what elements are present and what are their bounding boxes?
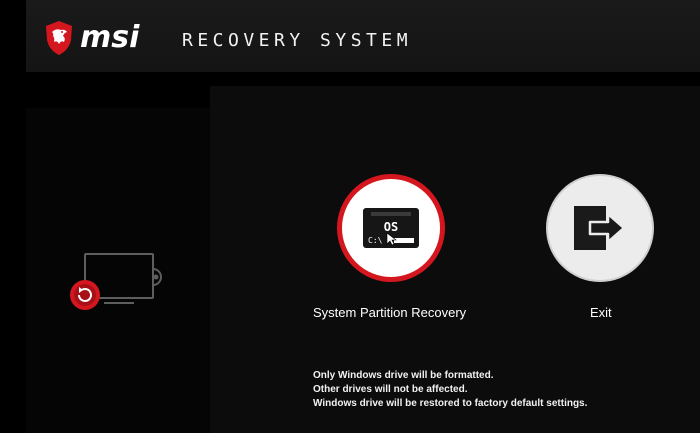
os-drive-icon: OS C:\ [363,208,419,248]
msi-dragon-shield-icon [46,21,72,55]
cursor-icon [386,232,397,246]
warning-notes: Only Windows drive will be formatted. Ot… [313,369,587,411]
system-partition-recovery-button[interactable]: OS C:\ [337,174,445,282]
exit-label[interactable]: Exit [590,305,612,320]
note-line: Only Windows drive will be formatted. [313,370,494,381]
brand-logo-text: msi [80,20,140,55]
page-title: RECOVERY SYSTEM [182,30,413,51]
note-line: Windows drive will be restored to factor… [313,398,588,409]
exit-button[interactable] [546,174,654,282]
exit-arrow-icon [574,206,626,250]
header-bar [26,0,700,72]
monitor-with-refresh-icon [70,253,162,310]
drive-os-label: OS [384,220,398,234]
left-panel [26,108,210,433]
system-partition-recovery-label[interactable]: System Partition Recovery [313,305,467,320]
note-line: Other drives will not be affected. [313,384,468,395]
drive-path-label: C:\ [368,236,383,245]
